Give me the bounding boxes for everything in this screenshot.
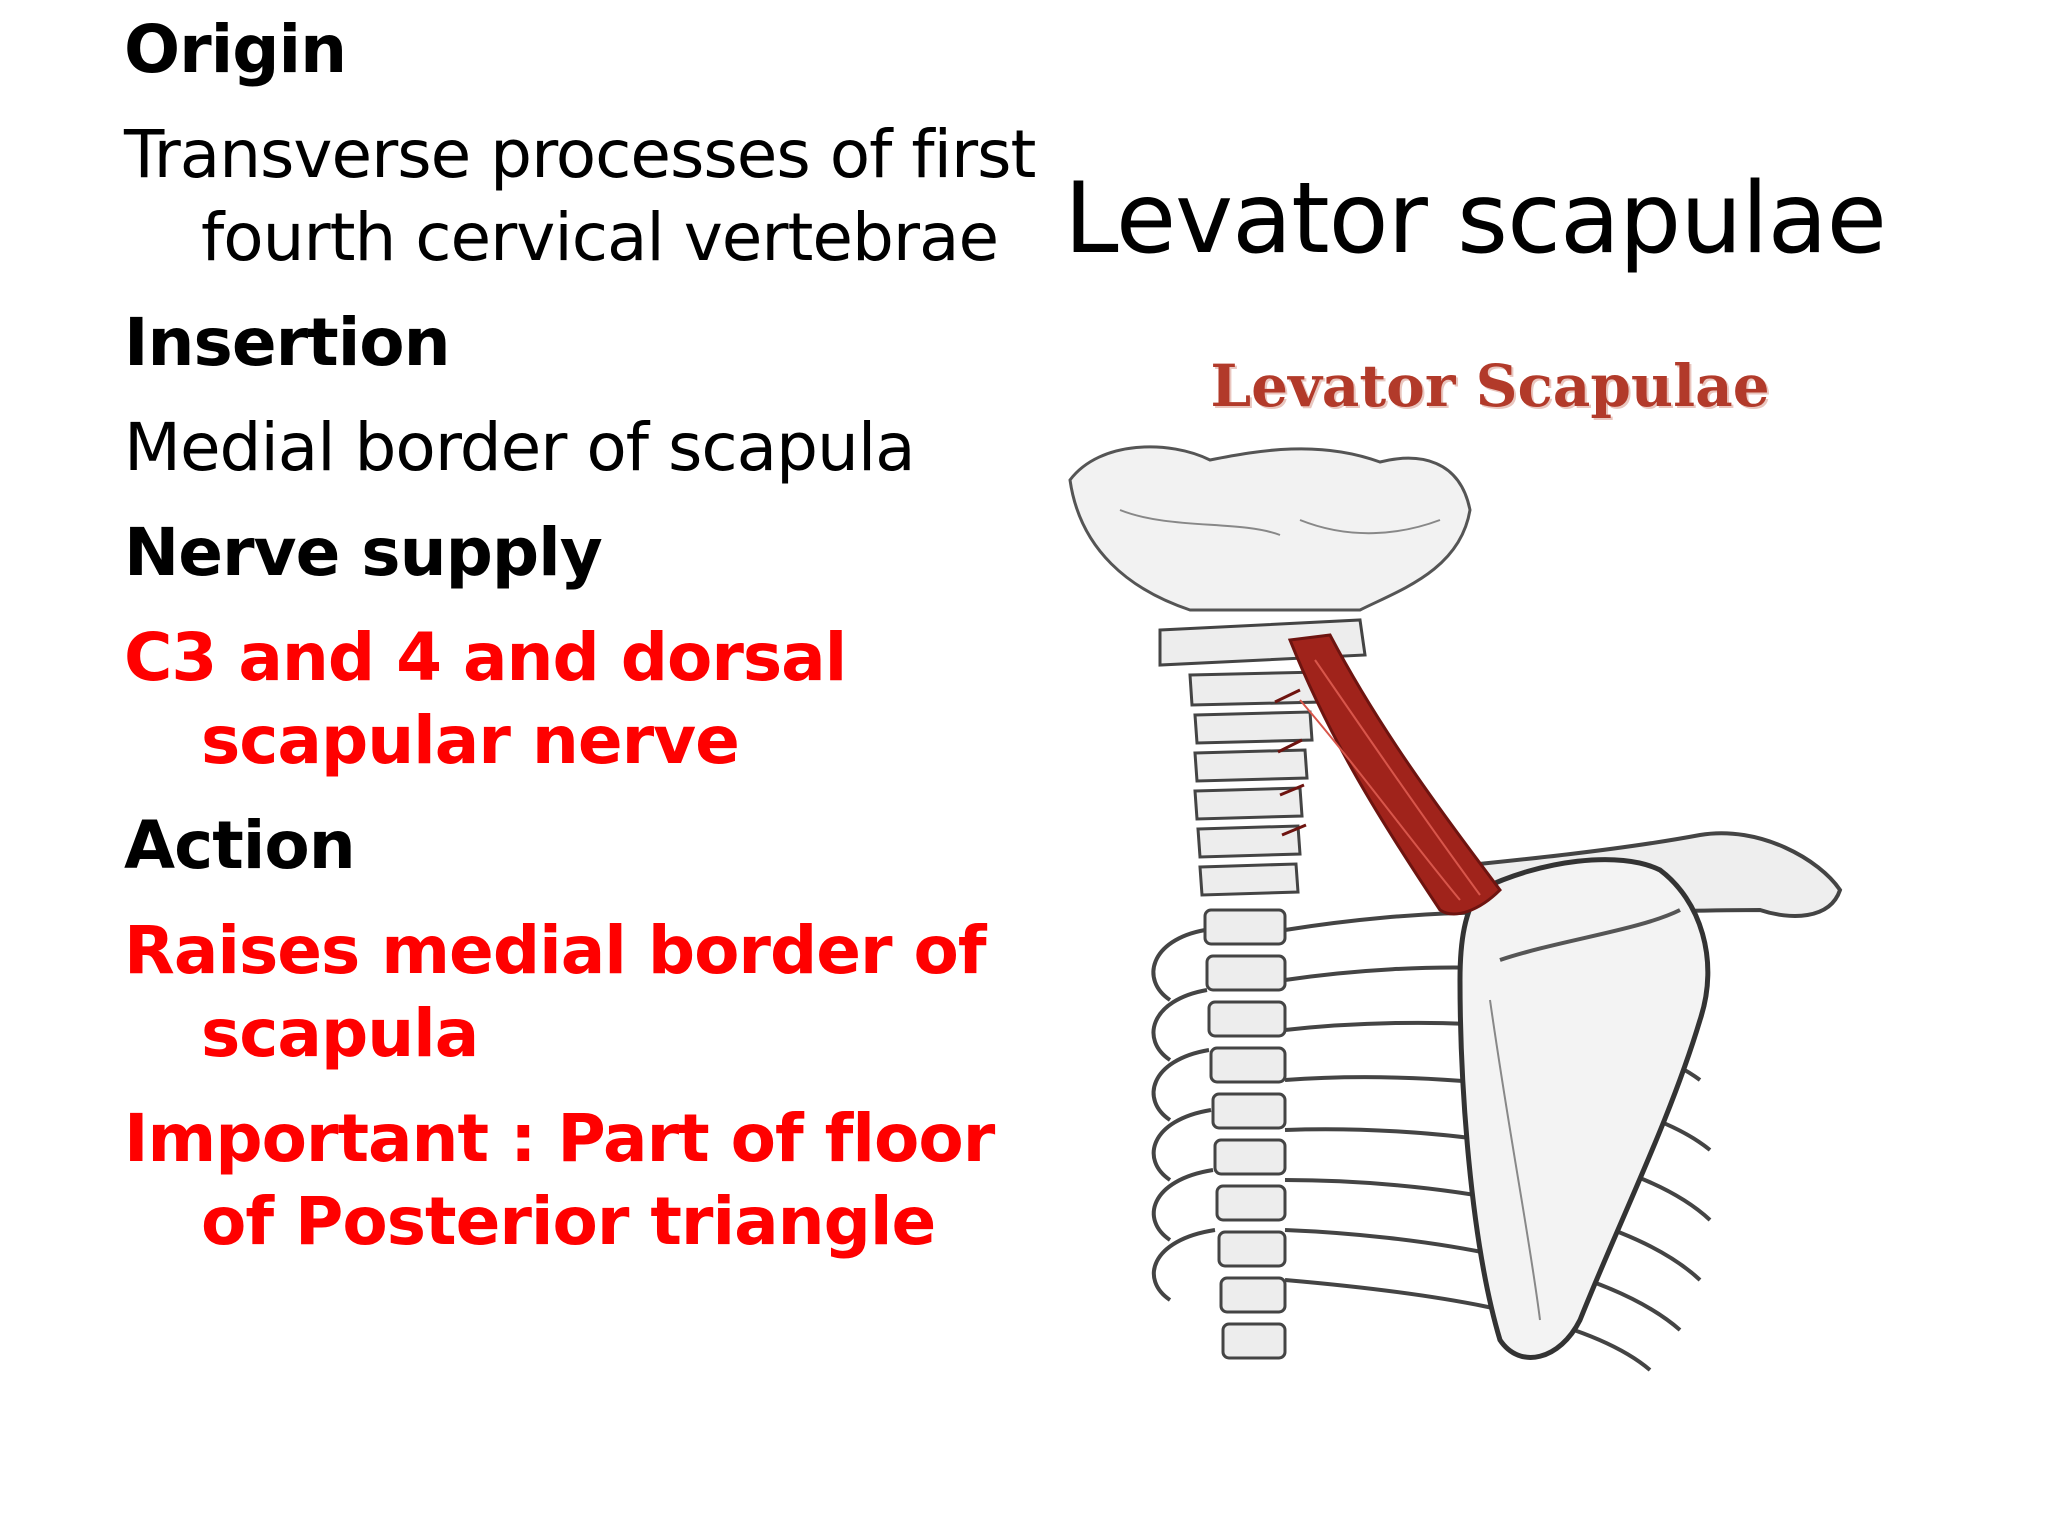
levator-scapulae-illustration (1068, 445, 1843, 1372)
insertion-text: Medial border of scapula (124, 409, 916, 486)
scapula (1457, 857, 1711, 1360)
thoracic-spine (1203, 908, 1287, 1360)
important-note: Important : Part of floor of Posterior t… (124, 1100, 995, 1260)
origin-text: Transverse processes of first fourth cer… (124, 116, 1036, 276)
insertion-heading: Insertion (124, 304, 451, 381)
figure-caption: Levator Scapulae (1210, 352, 1770, 420)
nerve-supply-text: C3 and 4 and dorsal scapular nerve (124, 619, 847, 779)
bullet-list: Origin Transverse processes of first fou… (124, 8, 1044, 1285)
origin-heading: Origin (124, 11, 347, 88)
action-text: Raises medial border of scapula (124, 912, 987, 1072)
cervical-vertebrae (1158, 618, 1367, 897)
skull-base (1068, 445, 1472, 612)
levator-scapulae-muscle (1274, 633, 1502, 916)
anatomy-figure: Levator Scapulae (1060, 340, 1900, 1460)
action-heading: Action (124, 807, 356, 884)
nerve-supply-heading: Nerve supply (124, 514, 603, 591)
slide-title: Levator scapulae (1064, 162, 1887, 276)
